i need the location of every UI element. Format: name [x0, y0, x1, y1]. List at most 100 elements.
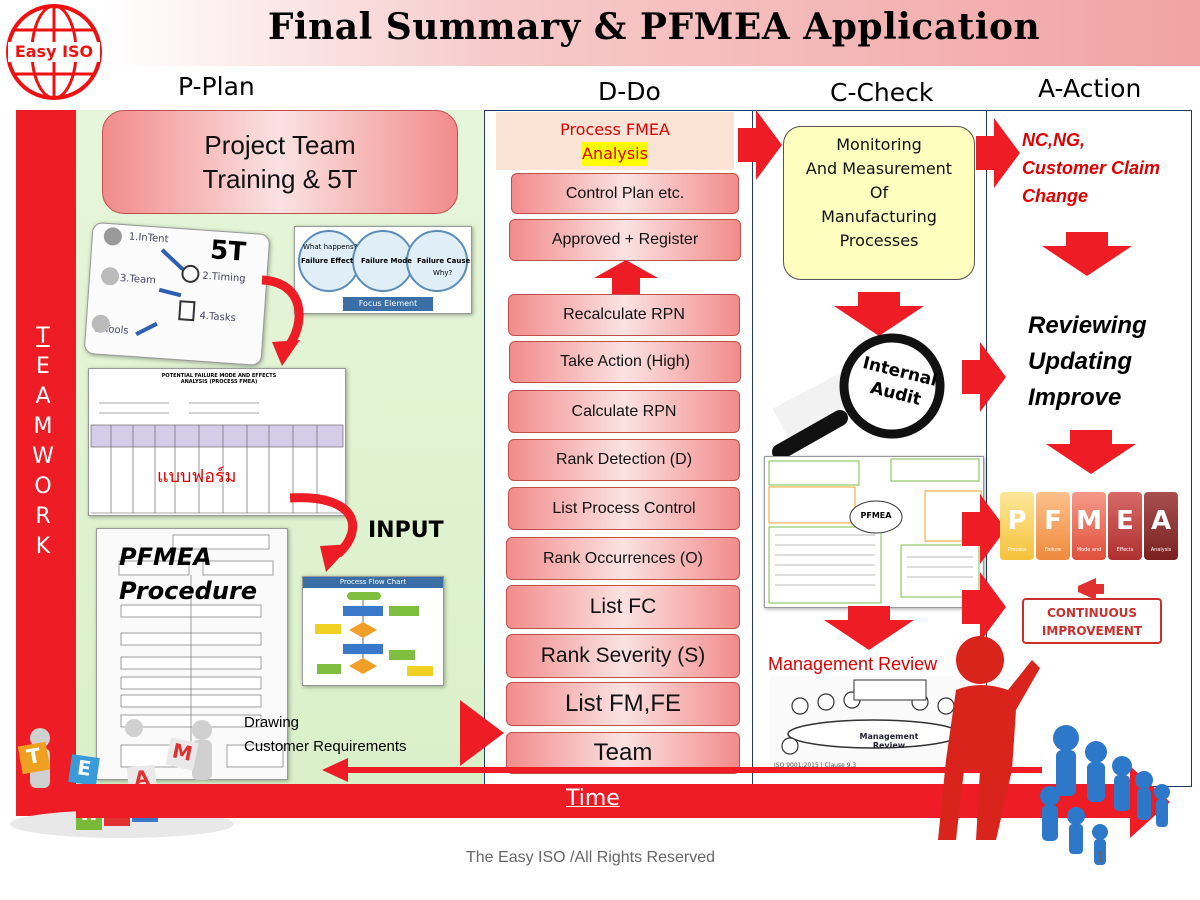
logo: Easy ISO	[4, 2, 104, 102]
magnifier-icon	[772, 333, 945, 460]
form-thai-label: แบบฟอร์ม	[157, 466, 237, 487]
megaphone-icon	[1078, 578, 1104, 600]
cube-letter: T	[17, 741, 51, 775]
project-team-label: Project Team	[204, 130, 356, 160]
do-step: List FC	[506, 585, 740, 629]
pfmea-analysis-box: Process FMEA Analysis	[496, 112, 734, 170]
people-chain-icon	[938, 636, 1170, 865]
pfmea-blocks: P F M E A Process Failure Mode and Effec…	[1000, 492, 1180, 562]
internal-audit-image: Internal Audit	[770, 332, 954, 460]
do-step: Control Plan etc.	[511, 173, 739, 214]
logo-text: Easy ISO	[14, 42, 94, 61]
do-step: List Process Control	[508, 487, 740, 530]
teamwork-letters: T E A M W O R K	[16, 322, 70, 562]
do-step: Approved + Register	[509, 219, 741, 261]
do-step: Rank Detection (D)	[508, 439, 740, 481]
monitoring-line: And Measurement	[805, 159, 953, 178]
pfmea-block	[1000, 492, 1034, 560]
footer-copyright: The Easy ISO /All Rights Reserved	[466, 849, 715, 866]
management-review-image: Management Review ISO 9001:2015 | Clause…	[770, 676, 978, 774]
focus-q2: Why?	[433, 269, 453, 277]
teamwork-letter: W	[32, 444, 54, 469]
cube-letter: M	[165, 737, 199, 771]
time-label: Time	[566, 786, 620, 811]
flow-chart-title: Process Flow Chart	[303, 577, 443, 588]
focus-q1: What happens?	[303, 243, 358, 251]
procedure-flow-icon	[118, 534, 284, 768]
curved-arrow-icon	[261, 275, 304, 366]
mindmap-center: PFMEA	[860, 511, 892, 520]
down-arrow-icon	[834, 292, 924, 336]
teamwork-letter: R	[35, 504, 51, 529]
focus-fc: Failure Cause	[417, 257, 471, 265]
drawing-label: Drawing	[244, 714, 300, 731]
pfmea-word: Mode and	[1076, 547, 1102, 553]
focus-circles-icon	[298, 230, 468, 311]
flowchart-shapes-icon	[315, 592, 433, 676]
mr-caption: Management Review	[859, 732, 919, 750]
procedure-title-1: PFMEA	[119, 543, 212, 571]
do-step: Recalculate RPN	[508, 294, 740, 336]
input-label: INPUT	[368, 518, 444, 543]
down-arrow-icon	[1042, 232, 1132, 276]
pfmea-block	[1036, 492, 1070, 560]
phase-do: D-Do	[598, 77, 661, 106]
monitoring-line: Processes	[839, 231, 919, 250]
focus-fm: Failure Mode	[361, 257, 413, 265]
monitoring-line: Of	[869, 183, 889, 202]
focus-label: Focus Element	[358, 299, 418, 308]
footer-page-number: 1	[1096, 849, 1105, 866]
teamwork-letter: O	[34, 474, 52, 499]
focus-element-diagram: What happens? Why? Failure Effect Failur…	[294, 226, 472, 314]
pfmea-letter: F	[1044, 506, 1062, 536]
review-text: Reviewing Updating Improve	[1028, 308, 1147, 416]
page-title: Final Summary & PFMEA Application	[267, 6, 1041, 48]
teamwork-letter: T	[36, 324, 50, 349]
right-arrow-icon	[460, 700, 504, 766]
pfmea-letter: P	[1007, 506, 1027, 536]
pfmea-mindmap-doc: PFMEA	[764, 456, 984, 608]
nc-line: NC,NG,	[1022, 130, 1085, 150]
do-step: Calculate RPN	[508, 390, 740, 433]
do-step: Take Action (High)	[509, 341, 741, 383]
pfmea-word: Effects	[1116, 547, 1134, 553]
pfmea-word: Analysis	[1150, 547, 1172, 553]
project-team-box: Project Team Training & 5T	[102, 110, 458, 214]
continuous-improvement-badge: CONTINUOUS IMPROVEMENT	[1022, 598, 1162, 644]
review-line: Improve	[1028, 384, 1122, 411]
nc-line: Customer Claim	[1022, 158, 1161, 178]
right-arrow-icon	[976, 118, 1020, 188]
right-arrow-icon	[962, 572, 1006, 642]
teamwork-letter: A	[35, 384, 51, 409]
pfmea-letter: E	[1116, 506, 1134, 536]
pfmea-form: POTENTIAL FAILURE MODE AND EFFECTS ANALY…	[88, 368, 346, 516]
right-arrow-icon	[962, 494, 1006, 564]
pfmea-letter: A	[1150, 506, 1172, 536]
teamwork-letter: E	[36, 354, 50, 379]
five-t-diagram: 5T 1.InTent 2.Timing 3.Team 4.Tasks 5.To…	[83, 221, 271, 367]
process-flow-chart: Process Flow Chart	[302, 576, 444, 686]
review-line: Reviewing	[1028, 312, 1147, 339]
people-chain-figure	[936, 620, 1196, 870]
do-step: List FM,FE	[506, 682, 740, 726]
cube-letter: E	[68, 754, 100, 786]
mindmap-icon	[768, 458, 982, 604]
do-step: Rank Severity (S)	[506, 634, 740, 678]
management-review-label: Management Review	[768, 654, 938, 674]
right-arrow-icon	[738, 110, 782, 180]
left-arrow-icon	[322, 758, 1042, 782]
phase-action: A-Action	[1038, 74, 1142, 103]
procedure-title-2: Procedure	[119, 577, 258, 605]
nc-line: Change	[1022, 186, 1089, 206]
down-arrow-icon	[1046, 430, 1136, 474]
phase-check: C-Check	[830, 78, 934, 107]
pfmea-word: Failure	[1044, 547, 1062, 553]
form-title: POTENTIAL FAILURE MODE AND EFFECTS ANALY…	[161, 373, 277, 385]
teamwork-cubes-image: T E A M W O R K	[6, 716, 238, 840]
ci-line: CONTINUOUS	[1046, 606, 1138, 620]
curved-arrow-icon	[289, 493, 358, 572]
pfmea-analysis-line1: Process FMEA	[560, 120, 670, 139]
globe-logo-icon	[6, 4, 102, 100]
teamwork-letter: K	[35, 534, 51, 559]
pfmea-block	[1144, 492, 1178, 560]
